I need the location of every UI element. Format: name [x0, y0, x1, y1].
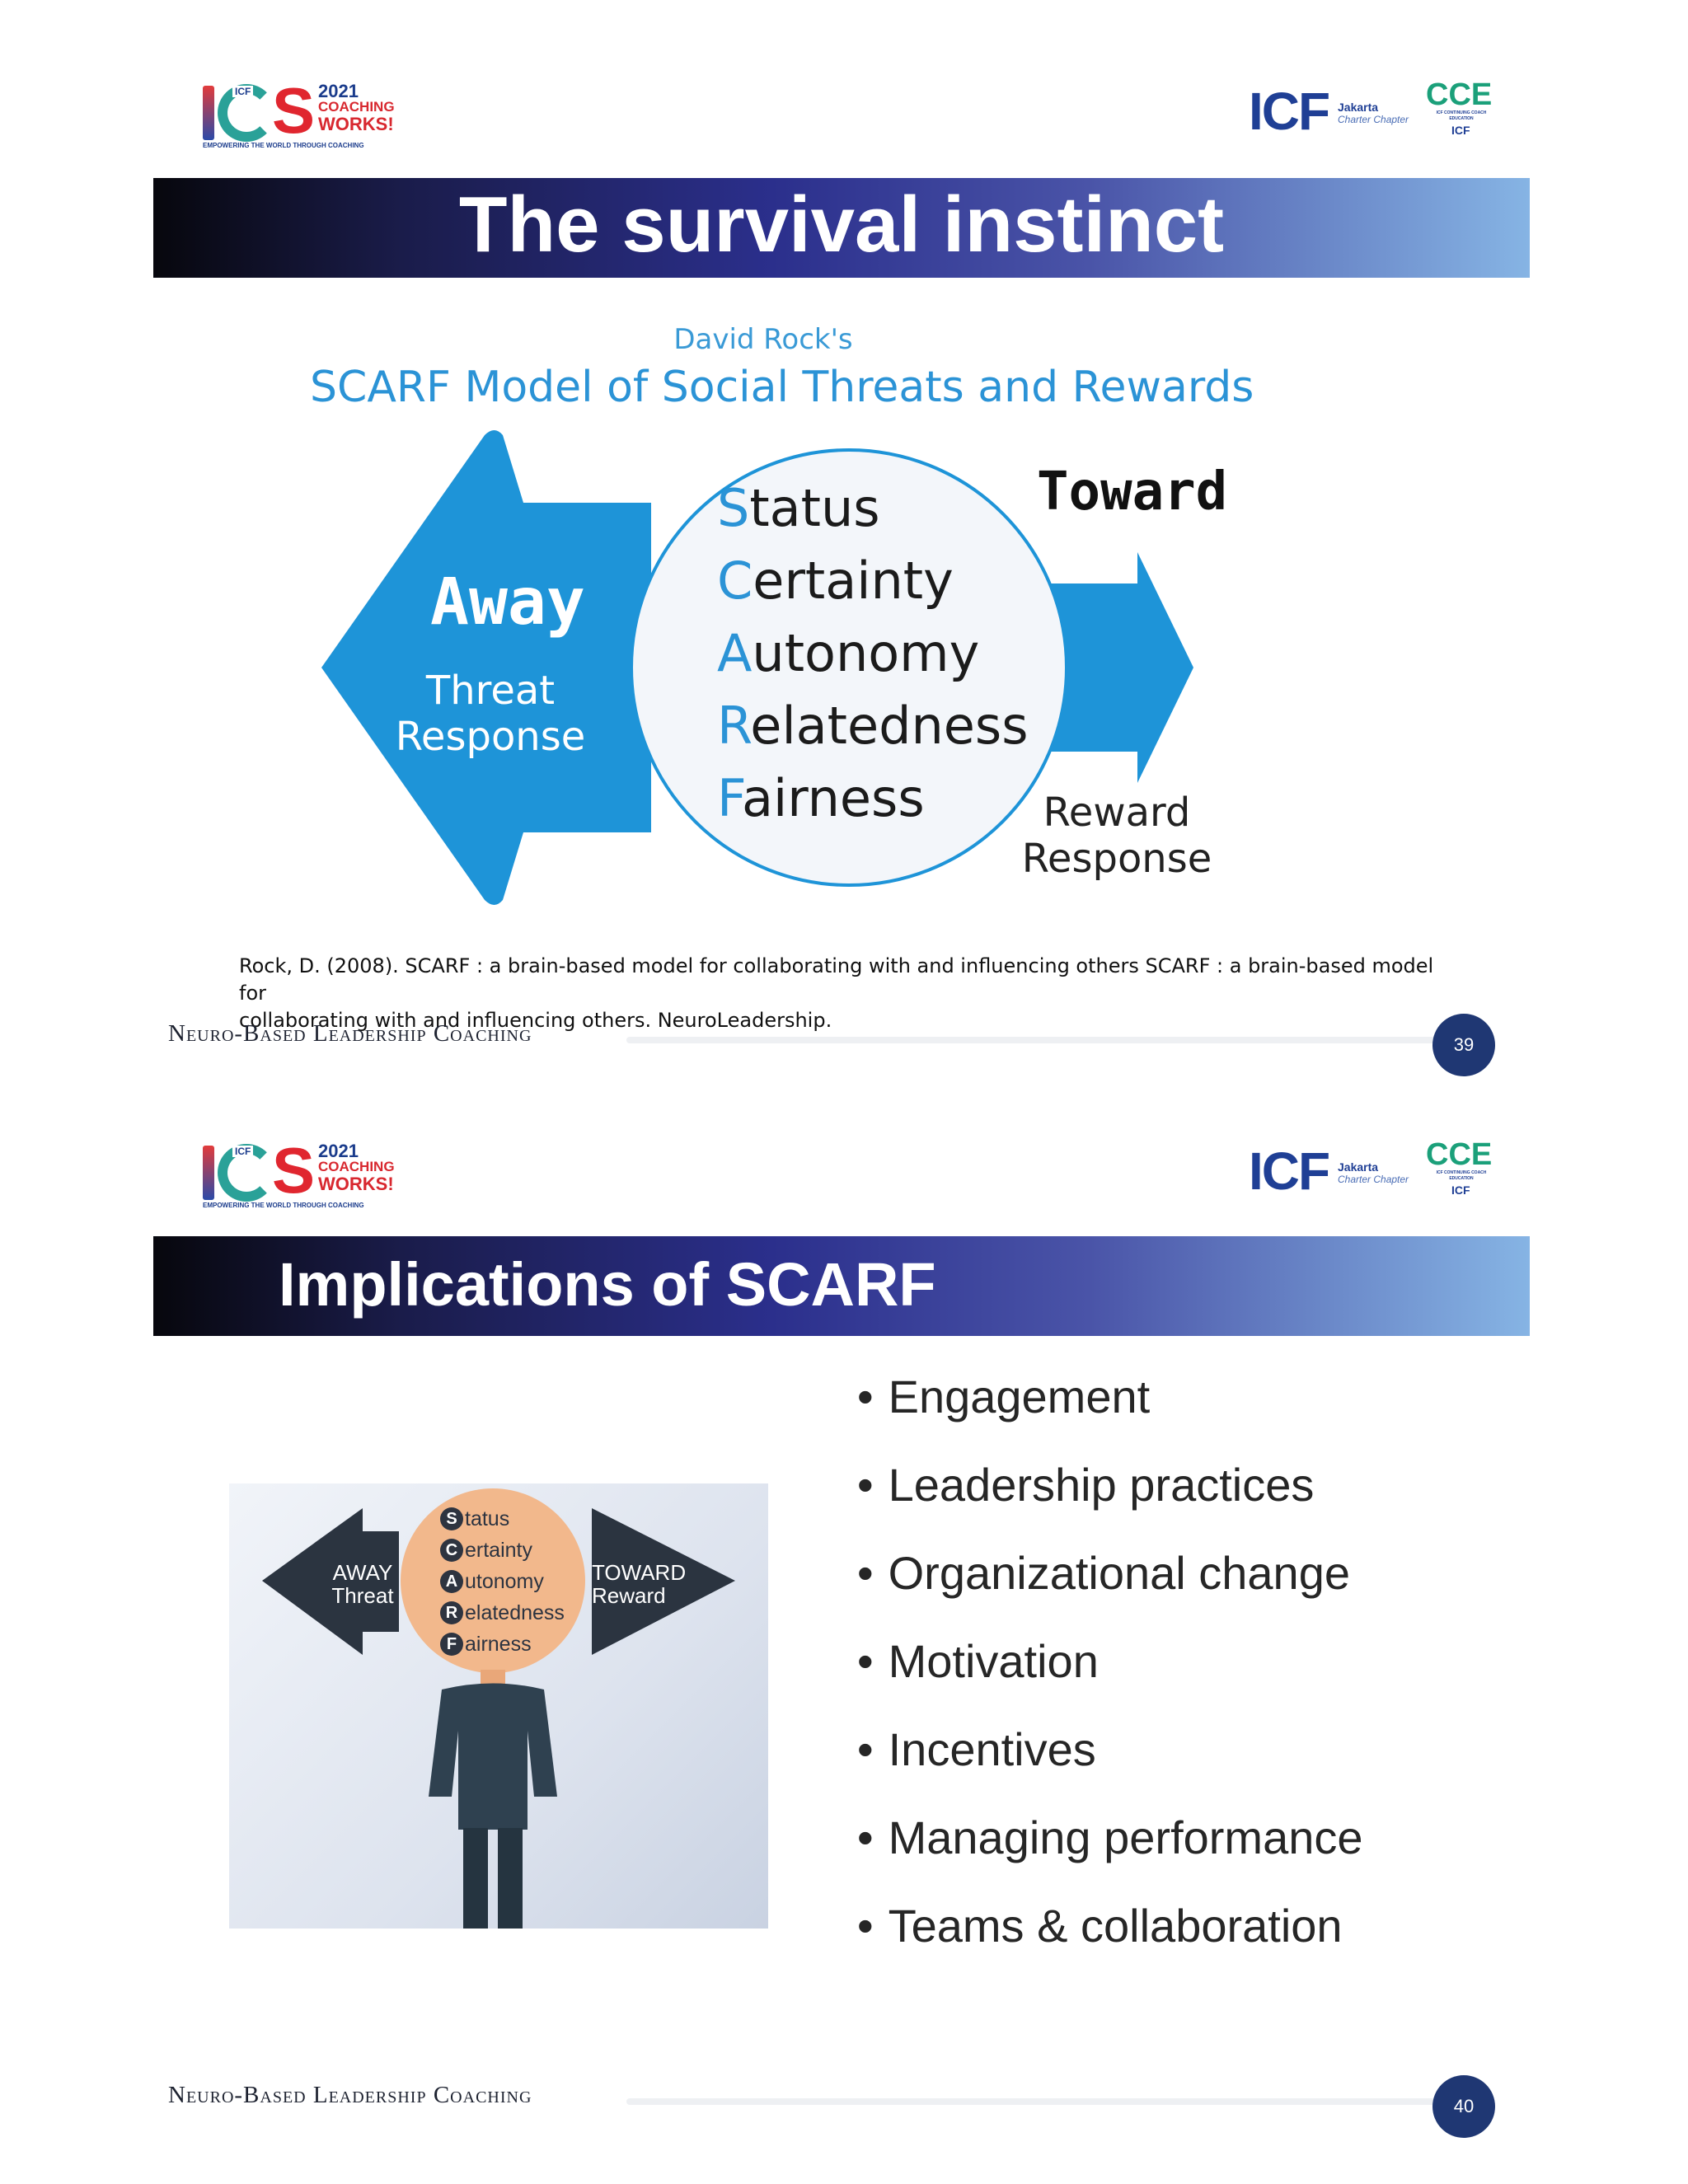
ics-logo-s: S [272, 1134, 316, 1207]
icf-logo-main: ICF [1249, 82, 1330, 141]
slide2-title-banner: Implications of SCARF [153, 1236, 1530, 1336]
away-label: Away [430, 565, 585, 640]
diagram-title: SCARF Model of Social Threats and Reward… [310, 363, 1254, 412]
ics-logo-line2: WORKS! [318, 1174, 394, 1194]
ics-logo-line2: WORKS! [318, 114, 394, 134]
illustration-away-word: AWAY [332, 1560, 393, 1585]
illustration-toward-arrow [592, 1508, 735, 1655]
ics-logo-year: 2021 [318, 1141, 359, 1161]
ics-2021-logo: ICF S 2021 COACHING WORKS! EMPOWERING TH… [203, 74, 401, 152]
ics-logo-bar [203, 1146, 214, 1200]
illustration-away-sub: Threat [331, 1583, 394, 1608]
bullet-organizational-change: Organizational change [857, 1540, 1363, 1629]
implications-bullet-list: Engagement Leadership practices Organiza… [857, 1364, 1363, 1981]
cce-logo-icf: ICF [1451, 1183, 1470, 1197]
slide2-page-number: 40 [1432, 2075, 1495, 2138]
illustration-toward-sub: Reward [592, 1583, 666, 1608]
away-threat-label: Threat Response [387, 668, 593, 760]
slide1-page-number: 39 [1432, 1014, 1495, 1076]
reward-sub-line2: Response [1021, 836, 1212, 882]
slide2-footer: Neuro-Based Leadership Coaching [168, 2082, 532, 2108]
illustration-head [401, 1488, 585, 1673]
slide1-title-banner: The survival instinct [153, 178, 1530, 278]
icf-logo-main: ICF [1249, 1141, 1330, 1201]
toward-label: Toward [1037, 462, 1228, 523]
scarf-word-status: Status [717, 478, 880, 538]
slide2-footer-line [626, 2098, 1459, 2105]
ics-logo-tagline: EMPOWERING THE WORLD THROUGH COACHING [203, 1202, 364, 1209]
illustration-graphic [262, 1488, 735, 1929]
ics-logo-icf: ICF [232, 86, 254, 97]
slide1-footer: Neuro-Based Leadership Coaching [168, 1020, 532, 1047]
ics-logo-line1: COACHING [318, 1159, 395, 1174]
ics-logo-bar [203, 86, 214, 140]
ics-logo-year: 2021 [318, 81, 359, 101]
scarf-circle [630, 448, 1068, 887]
scarf-arrows-graphic [321, 430, 1193, 905]
icf-jakarta-cce-logo: ICF Jakarta Charter Chapter CCE ICF CONT… [1249, 77, 1504, 157]
icf-jakarta-cce-logo-2: ICF Jakarta Charter Chapter CCE ICF CONT… [1249, 1137, 1504, 1216]
illustration-away-arrow [262, 1508, 363, 1655]
scarf-word-fairness: Fairness [717, 768, 925, 828]
reward-response-label: Reward Response [1001, 790, 1232, 882]
away-sub-line2: Response [395, 714, 586, 760]
ics-logo-line1: COACHING [318, 99, 395, 115]
ics-2021-logo-2: ICF S 2021 COACHING WORKS! EMPOWERING TH… [203, 1134, 401, 1212]
scarf-word-autonomy: Autonomy [717, 623, 980, 683]
reward-sub-line1: Reward [1043, 790, 1191, 836]
illustration-toward-word: TOWARD [592, 1560, 687, 1585]
diagram-pre-title: David Rock's [673, 323, 853, 356]
icf-logo-jakarta: Jakarta [1338, 101, 1379, 114]
slide2-title: Implications of SCARF [279, 1250, 936, 1319]
icf-logo-jakarta: Jakarta [1338, 1160, 1379, 1174]
slide1-title: The survival instinct [458, 180, 1225, 269]
scarf-word-relatedness: Relatedness [717, 696, 1029, 756]
scarf-word-certainty: Certainty [717, 551, 954, 611]
reference-line2: collaborating with and influencing other… [239, 1009, 832, 1032]
slide1-reference: Rock, D. (2008). SCARF : a brain-based m… [239, 953, 1442, 1034]
ics-logo-tagline: EMPOWERING THE WORLD THROUGH COACHING [203, 142, 364, 149]
ics-logo-icf: ICF [232, 1146, 254, 1157]
bullet-managing-performance: Managing performance [857, 1805, 1363, 1893]
bullet-incentives: Incentives [857, 1717, 1363, 1805]
cce-logo-sub: ICF CONTINUING COACH EDUCATION [1436, 1170, 1487, 1181]
away-sub-line1: Threat [425, 668, 556, 714]
cce-logo: CCE [1426, 1137, 1493, 1172]
cce-logo-icf: ICF [1451, 124, 1470, 137]
bullet-leadership-practices: Leadership practices [857, 1452, 1363, 1540]
icf-logo-chapter: Charter Chapter [1338, 114, 1409, 125]
illustration-toward-label: TOWARD Reward [592, 1561, 699, 1607]
away-arrow [321, 430, 651, 905]
illustration-body [429, 1683, 557, 1830]
scarf-word-list: Status Certainty Autonomy Relatedness Fa… [717, 478, 1029, 841]
illustration-away-label: AWAY Threat [321, 1561, 404, 1607]
icf-logo-chapter: Charter Chapter [1338, 1174, 1409, 1185]
slide1-footer-line [626, 1037, 1459, 1043]
ics-logo-s: S [272, 74, 316, 147]
cce-logo-sub: ICF CONTINUING COACH EDUCATION [1436, 110, 1487, 121]
bullet-teams-collaboration: Teams & collaboration [857, 1893, 1363, 1981]
bullet-engagement: Engagement [857, 1364, 1363, 1452]
cce-logo: CCE [1426, 77, 1493, 112]
bullet-motivation: Motivation [857, 1629, 1363, 1717]
reference-line1: Rock, D. (2008). SCARF : a brain-based m… [239, 954, 1434, 1005]
